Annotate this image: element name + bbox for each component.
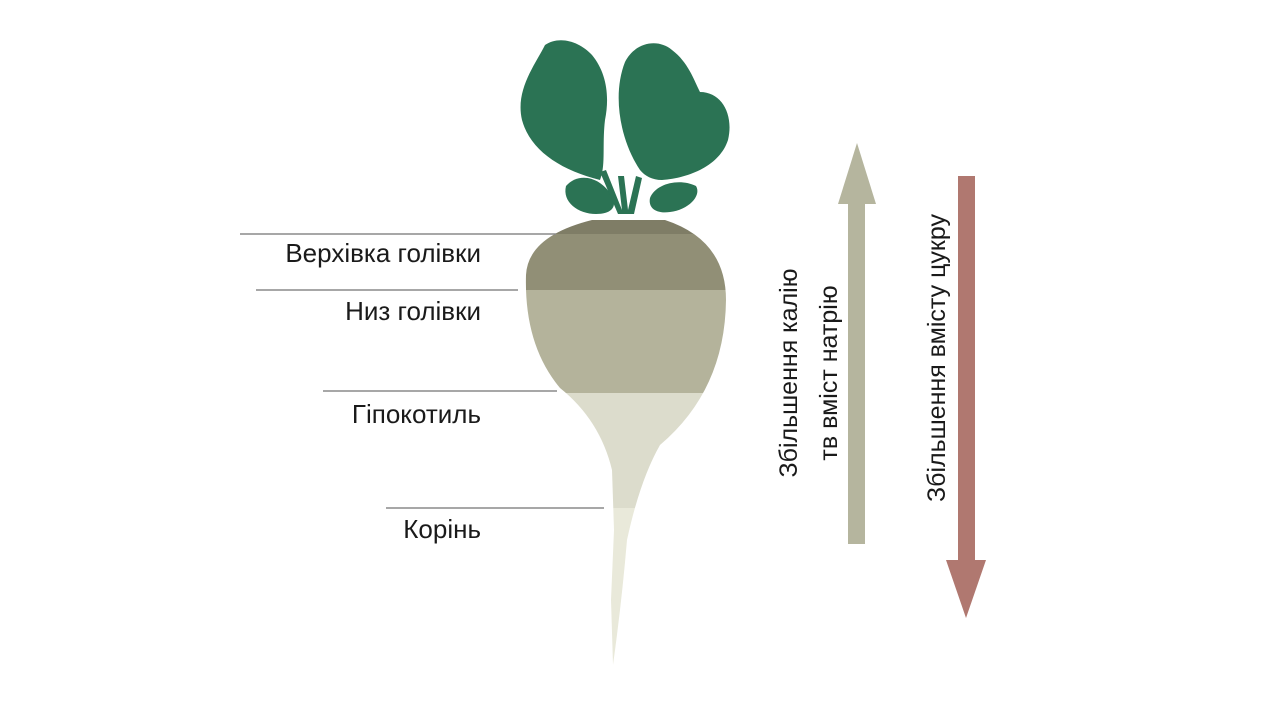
leaf-lower-left (565, 177, 615, 214)
label-root: Корінь (403, 514, 481, 544)
band-hypocotyl (525, 393, 726, 508)
arrow-down-head (946, 560, 986, 618)
label-crown-bottom: Низ голівки (345, 296, 481, 326)
arrow-up-shaft (848, 198, 865, 544)
label-crown-top: Верхівка голівки (285, 238, 481, 268)
leaf-left (520, 40, 608, 180)
leaf-right (618, 43, 730, 180)
arrow-up-head (838, 143, 876, 204)
band-root (525, 508, 726, 665)
label-hypocotyl: Гіпокотиль (352, 399, 481, 429)
arrow-label-sugar: Збільшення вмісту цукру (923, 214, 951, 502)
arrow-down-shaft (958, 176, 975, 566)
beet-body (525, 220, 726, 665)
arrow-down-sugar (946, 176, 986, 618)
arrow-up-potassium-sodium (838, 143, 876, 544)
beet-leaves (520, 40, 730, 214)
leaf-lower-right (649, 182, 698, 213)
band-upper-root (525, 290, 726, 393)
leaf-stems (600, 170, 642, 214)
arrow-label-sodium: тв вміст натрію (815, 285, 843, 460)
arrow-label-potassium: Збільшення калію (775, 269, 803, 478)
band-crown-bottom (525, 234, 726, 290)
